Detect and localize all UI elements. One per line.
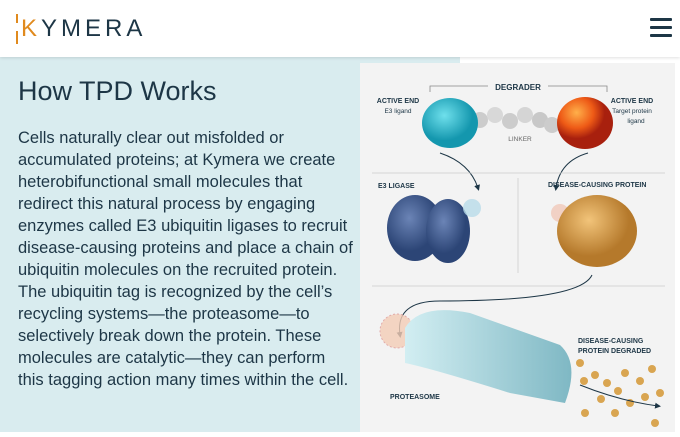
- panel-strip: [360, 57, 460, 63]
- body-text: Cells naturally clear out misfolded or a…: [18, 129, 353, 389]
- active-end-left-label: ACTIVE END: [377, 98, 419, 105]
- degrader-bracket: DEGRADER: [429, 83, 608, 92]
- active-end-right-label: ACTIVE END: [611, 98, 653, 105]
- proteasome-illustration: [405, 310, 572, 403]
- e3-ligase-illustration: [387, 195, 481, 263]
- e3-ligand-label: E3 ligand: [384, 108, 411, 115]
- degrader-label: DEGRADER: [495, 83, 541, 92]
- disease-protein-illustration: [551, 195, 637, 267]
- degraded-label-1: DISEASE-CAUSING: [578, 338, 644, 345]
- logo-text: YMERA: [41, 15, 147, 42]
- header: K YMERA: [0, 0, 680, 57]
- kymera-logo[interactable]: K YMERA: [16, 14, 146, 44]
- disease-protein-label: DISEASE-CAUSING PROTEIN: [548, 182, 646, 189]
- hamburger-menu-icon[interactable]: [650, 18, 672, 38]
- logo-mark-icon: [16, 14, 19, 44]
- proteasome-label: PROTEASOME: [390, 394, 440, 401]
- degraded-label-2: PROTEIN DEGRADED: [578, 348, 651, 355]
- degraded-particles: [576, 359, 664, 427]
- target-ligand-label: Target protein: [612, 108, 652, 115]
- e3-ligase-label: E3 LIGASE: [378, 183, 415, 190]
- logo-k: K: [21, 15, 42, 42]
- target-ligand-label-2: ligand: [627, 118, 645, 125]
- content-panel: [0, 57, 360, 432]
- tpd-diagram: DEGRADER ACTIVE END E3 ligand ACTIVE END…: [360, 63, 675, 432]
- degrader-molecule: [422, 97, 613, 149]
- linker-label: LINKER: [508, 136, 532, 143]
- page-title: How TPD Works: [18, 76, 217, 106]
